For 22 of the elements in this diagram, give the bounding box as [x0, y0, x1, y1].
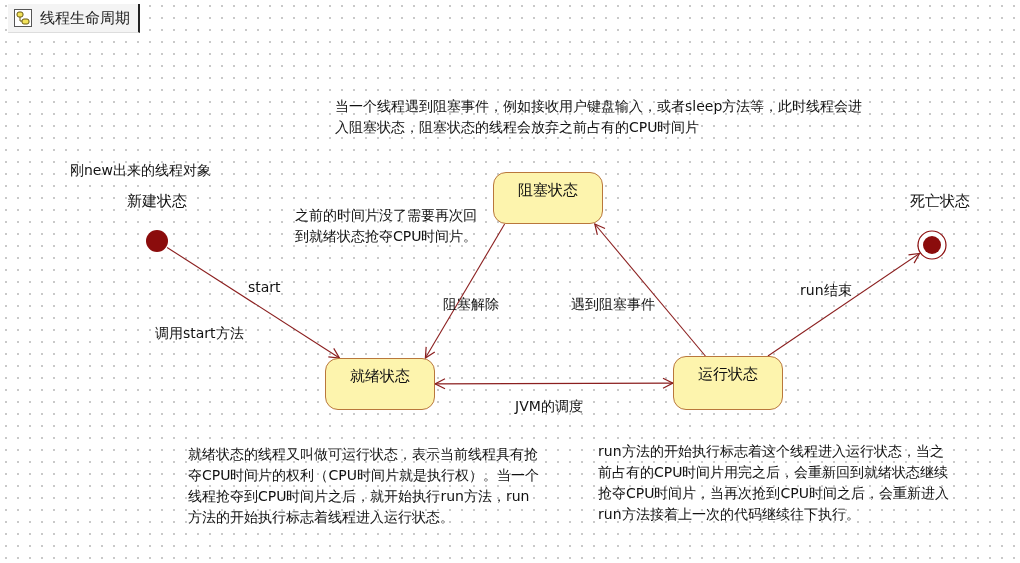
edge-annotation: 调用start方法	[155, 324, 245, 343]
state-box: 就绪状态	[325, 358, 435, 410]
edge-label: start	[248, 279, 281, 295]
state-box: 运行状态	[673, 356, 783, 410]
edge-label: 遇到阻塞事件	[571, 296, 655, 314]
transition-arrow	[166, 246, 341, 359]
annotation-note: 之前的时间片没了需要再次回到就绪状态抢夺CPU时间片。	[295, 206, 479, 246]
description-paragraph: 就绪状态的线程又叫做可运行状态，表示当前线程具有抢夺CPU时间片的权利（CPU时间片就是执行权）。当一个线程抢夺到CPU时间片之后，就开始执行run方法，run方法的开始执行标志着线程进入运行状态。	[188, 445, 540, 527]
diagram-title: 线程生命周期	[40, 8, 130, 28]
state-label: 死亡状态	[910, 192, 970, 211]
description-paragraph: run方法的开始执行标志着这个线程进入运行状态，当之前占有的CPU时间片用完之后，会重新回到就绪状态继续抢夺CPU时间片，当再次抢到CPU时间之后，会重新进入run方法接着上一次的代码继续往下执行。	[598, 442, 950, 524]
transition-arrow	[424, 223, 506, 359]
annotation-note: 当一个线程遇到阻塞事件，例如接收用户键盘输入，或者sleep方法等，此时线程会进入阻塞状态，阻塞状态的线程会放弃之前占有的CPU时间片	[335, 97, 864, 137]
transition-arrow	[434, 377, 674, 390]
state-box: 阻塞状态	[493, 172, 603, 224]
state-label: 新建状态	[127, 192, 187, 211]
edge-label: 阻塞解除	[443, 296, 499, 314]
edge-label: JVM的调度	[515, 398, 583, 416]
transition-arrow	[594, 223, 706, 357]
edge-label: run结束	[800, 282, 852, 300]
node-caption: 刚new出来的线程对象	[70, 161, 211, 180]
transition-arrow	[767, 252, 921, 357]
